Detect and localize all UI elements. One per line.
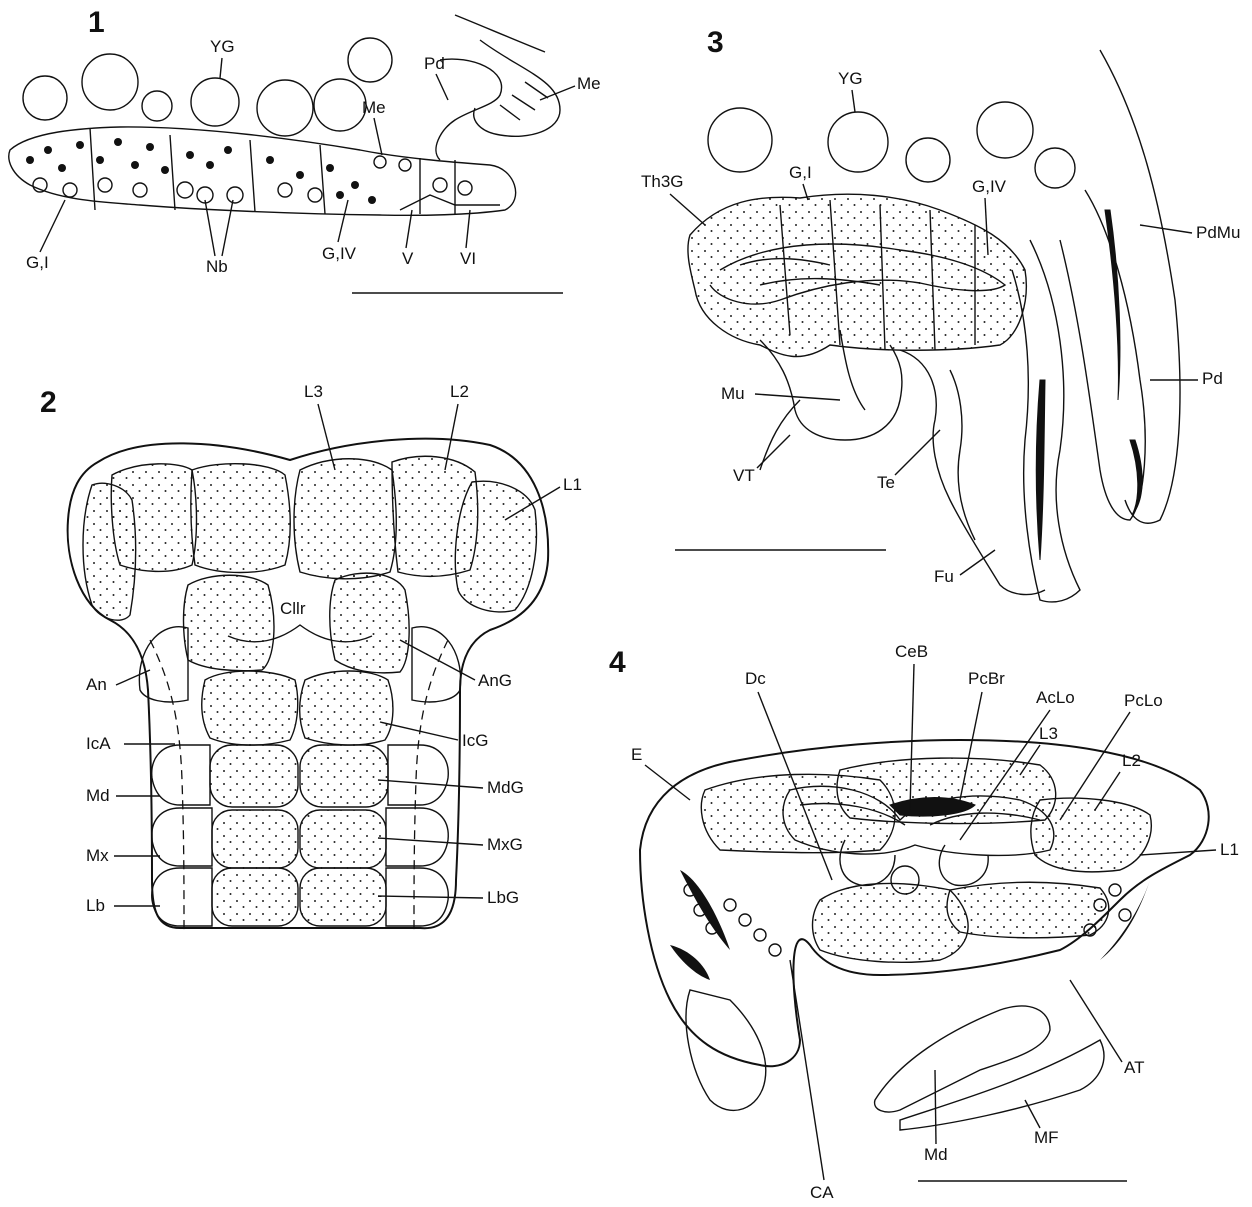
- label-mx: Mx: [86, 846, 109, 865]
- label-l2: L2: [450, 382, 469, 401]
- label-fu: Fu: [934, 567, 954, 586]
- label-giv: G,IV: [972, 177, 1007, 196]
- panel-3: 3 YG G,I Th3G G,IV: [641, 26, 1240, 602]
- label-pdmu: PdMu: [1196, 223, 1240, 242]
- label-cllr: Cllr: [280, 599, 306, 618]
- label-md: Md: [86, 786, 110, 805]
- panel-1-number: 1: [88, 6, 105, 39]
- panel-3-number: 3: [707, 26, 724, 59]
- label-v: V: [402, 249, 414, 268]
- label-ca: CA: [810, 1183, 834, 1202]
- label-giv: G,IV: [322, 244, 357, 263]
- label-lbg: LbG: [487, 888, 519, 907]
- label-pcbr: PcBr: [968, 669, 1005, 688]
- label-vt: VT: [733, 466, 755, 485]
- label-me: Me: [577, 74, 601, 93]
- label-gi: G,I: [789, 163, 812, 182]
- label-dc: Dc: [745, 669, 766, 688]
- label-l1: L1: [563, 475, 582, 494]
- label-yg: YG: [210, 37, 235, 56]
- label-icg: IcG: [462, 731, 488, 750]
- label-mxg: MxG: [487, 835, 523, 854]
- label-ceb: CeB: [895, 642, 928, 661]
- panel-1-labels: YG Pd Me Me G,I Nb G,IV V VI: [26, 37, 601, 276]
- label-e: E: [631, 745, 642, 764]
- label-mf: MF: [1034, 1128, 1059, 1147]
- label-ica: IcA: [86, 734, 111, 753]
- label-pclo: PcLo: [1124, 691, 1163, 710]
- label-gi: G,I: [26, 253, 49, 272]
- label-mu: Mu: [721, 384, 745, 403]
- label-l3: L3: [1039, 724, 1058, 743]
- label-l2: L2: [1122, 751, 1141, 770]
- segment-rows: [152, 745, 449, 926]
- label-l3: L3: [304, 382, 323, 401]
- label-pd: Pd: [424, 54, 445, 73]
- panel-4-number: 4: [609, 646, 626, 679]
- panel-1: 1: [9, 6, 601, 293]
- label-th3g: Th3G: [641, 172, 684, 191]
- label-vi: VI: [460, 249, 476, 268]
- label-md: Md: [924, 1145, 948, 1164]
- label-l1: L1: [1220, 840, 1239, 859]
- label-mdg: MdG: [487, 778, 524, 797]
- label-an: An: [86, 675, 107, 694]
- appendage-anlage: [400, 15, 560, 210]
- label-yg: YG: [838, 69, 863, 88]
- label-te: Te: [877, 473, 895, 492]
- panel-2-number: 2: [40, 386, 57, 419]
- label-ang: AnG: [478, 671, 512, 690]
- germ-band-tissue: [9, 127, 516, 215]
- panel-4: 4 CeB Dc PcBr: [609, 642, 1239, 1202]
- yolk-granules: [708, 102, 1075, 188]
- panel-2: 2: [40, 382, 582, 930]
- label-pd: Pd: [1202, 369, 1223, 388]
- yolk-granules: [23, 38, 392, 136]
- label-nb: Nb: [206, 257, 228, 276]
- label-me: Me: [362, 98, 386, 117]
- label-lb: Lb: [86, 896, 105, 915]
- label-aclo: AcLo: [1036, 688, 1075, 707]
- label-at: AT: [1124, 1058, 1144, 1077]
